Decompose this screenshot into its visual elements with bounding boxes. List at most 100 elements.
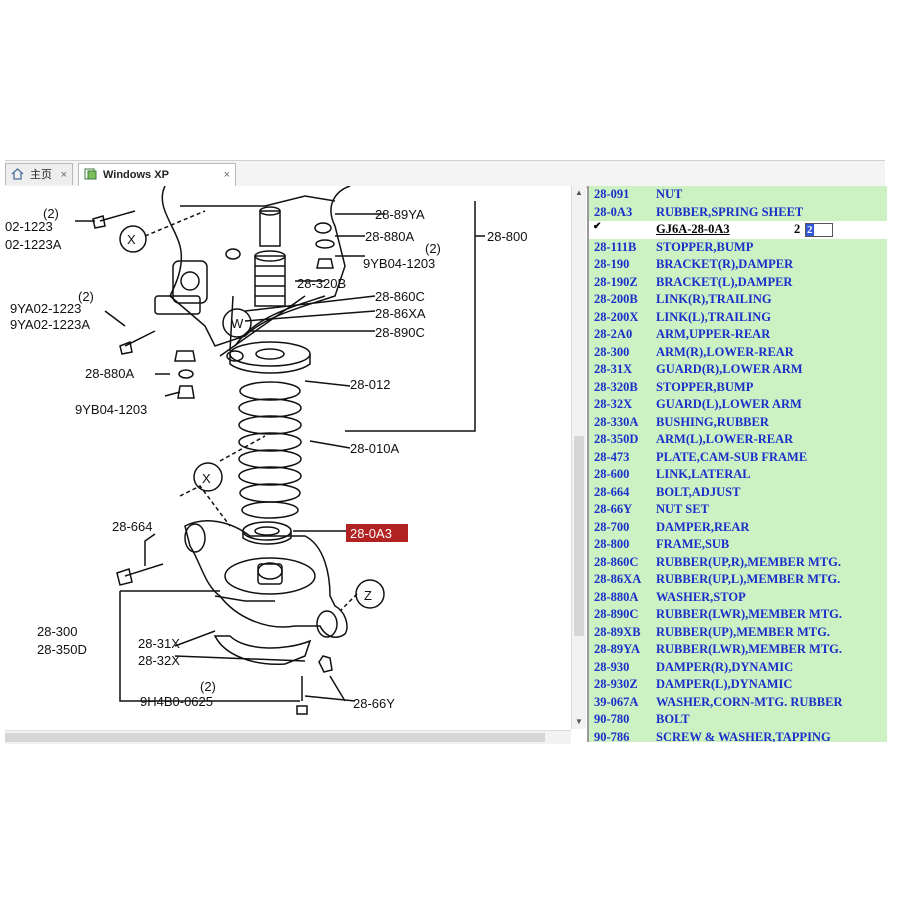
part-name: NUT: [656, 187, 683, 201]
part-number: 28-200X: [594, 309, 639, 324]
close-icon[interactable]: ×: [223, 169, 230, 181]
part-number: 28-930Z: [594, 677, 638, 691]
list-item[interactable]: 28-200X LINK(L),TRAILING: [589, 309, 887, 327]
part-name: BOLT,ADJUST: [656, 484, 741, 499]
part-number: 28-31X: [594, 362, 633, 376]
list-item[interactable]: 28-300 ARM(R),LOWER-REAR: [589, 344, 887, 362]
part-name: STOPPER,BUMP: [656, 379, 754, 394]
part-name: GUARD(R),LOWER ARM: [656, 362, 803, 376]
callout-letter: Z: [364, 588, 372, 603]
part-number: 28-700: [594, 519, 630, 534]
diagram-vertical-scrollbar[interactable]: ▲ ▼: [571, 186, 586, 729]
tab-home-label: 主页: [30, 169, 52, 181]
callout-letter: X: [202, 471, 211, 486]
callout-label: 02-1223: [5, 219, 53, 234]
part-number: 28-300: [594, 344, 630, 359]
tab-windows-xp[interactable]: Windows XP Professional ×: [78, 163, 236, 203]
scroll-thumb[interactable]: [574, 436, 584, 636]
scroll-thumb[interactable]: [5, 733, 545, 742]
callout-label: 28-86XA: [375, 306, 426, 321]
callout-label: 28-66Y: [353, 696, 395, 711]
part-name: LINK(L),TRAILING: [656, 309, 771, 324]
part-number: 28-2A0: [594, 327, 633, 341]
diagram-canvas: (2) 02-1223 02-1223A X 28-89YA 28-880A (…: [5, 186, 527, 715]
list-item[interactable]: 28-86XA RUBBER(UP,L),MEMBER MTG.: [589, 571, 887, 589]
part-name: RUBBER(UP),MEMBER MTG.: [656, 624, 830, 639]
highlighted-callout[interactable]: 28-0A3: [350, 526, 392, 541]
part-code[interactable]: GJ6A-28-0A3: [656, 222, 730, 236]
part-number: 28-89YA: [594, 642, 641, 656]
part-number: 28-350D: [594, 432, 639, 446]
selected-part-detail-row[interactable]: ✔ GJ6A-28-0A3 2 2: [589, 221, 887, 239]
part-name: BUSHING,RUBBER: [656, 414, 769, 429]
callout-label: 9YA02-1223: [10, 301, 81, 316]
quantity-input[interactable]: 2: [805, 223, 833, 237]
callout-label: 28-012: [350, 377, 390, 392]
part-name: NUT SET: [656, 502, 709, 516]
scroll-up-icon[interactable]: ▲: [575, 188, 583, 197]
part-number: 28-111B: [594, 239, 637, 254]
list-item[interactable]: 28-930Z DAMPER(L),DYNAMIC: [589, 676, 887, 694]
callout-label: 28-320B: [297, 276, 346, 291]
part-number: 28-473: [594, 449, 630, 464]
callout-label: 28-010A: [350, 441, 399, 456]
quantity-input-value: 2: [806, 224, 814, 236]
part-name: BRACKET(R),DAMPER: [656, 257, 794, 271]
callout-label: 28-300: [37, 624, 77, 639]
list-item[interactable]: 28-2A0 ARM,UPPER-REAR: [589, 326, 887, 344]
list-item[interactable]: 28-66Y NUT SET: [589, 501, 887, 519]
callout-label: 9YA02-1223A: [10, 317, 90, 332]
part-name: ARM,UPPER-REAR: [656, 327, 771, 341]
callout-label: 02-1223A: [5, 237, 62, 252]
callout-label: 28-89YA: [375, 207, 425, 222]
part-number: 28-890C: [594, 607, 639, 621]
part-number: 28-86XA: [594, 572, 642, 586]
exploded-parts-diagram[interactable]: (2) 02-1223 02-1223A X 28-89YA 28-880A (…: [5, 186, 573, 730]
part-number: 28-880A: [594, 589, 639, 604]
part-name: DAMPER(L),DYNAMIC: [656, 677, 793, 691]
part-number: 28-0A3: [594, 204, 633, 219]
close-icon[interactable]: ×: [60, 169, 67, 181]
diagram-horizontal-scrollbar[interactable]: [5, 730, 571, 744]
callout-label: 28-31X: [138, 636, 180, 651]
part-name: RUBBER(UP,R),MEMBER MTG.: [656, 554, 841, 569]
checkmark-icon[interactable]: ✔: [593, 221, 602, 232]
part-name: RUBBER(UP,L),MEMBER MTG.: [656, 572, 841, 586]
part-number: 28-860C: [594, 554, 639, 569]
part-name: ARM(R),LOWER-REAR: [656, 344, 794, 359]
part-number: 28-930: [594, 659, 630, 674]
callout-label: 9YB04-1203: [363, 256, 435, 271]
part-number: 28-330A: [594, 414, 639, 429]
part-number: 28-200B: [594, 292, 638, 306]
list-item[interactable]: 28-860C RUBBER(UP,R),MEMBER MTG.: [589, 554, 887, 572]
scroll-down-icon[interactable]: ▼: [575, 717, 583, 726]
callout-label: (2): [425, 241, 441, 256]
part-number: 28-66Y: [594, 502, 633, 516]
list-item[interactable]: 28-330A BUSHING,RUBBER: [589, 414, 887, 432]
tab-home[interactable]: 主页 ×: [5, 163, 73, 185]
list-item[interactable]: 28-31X GUARD(R),LOWER ARM: [589, 361, 887, 379]
